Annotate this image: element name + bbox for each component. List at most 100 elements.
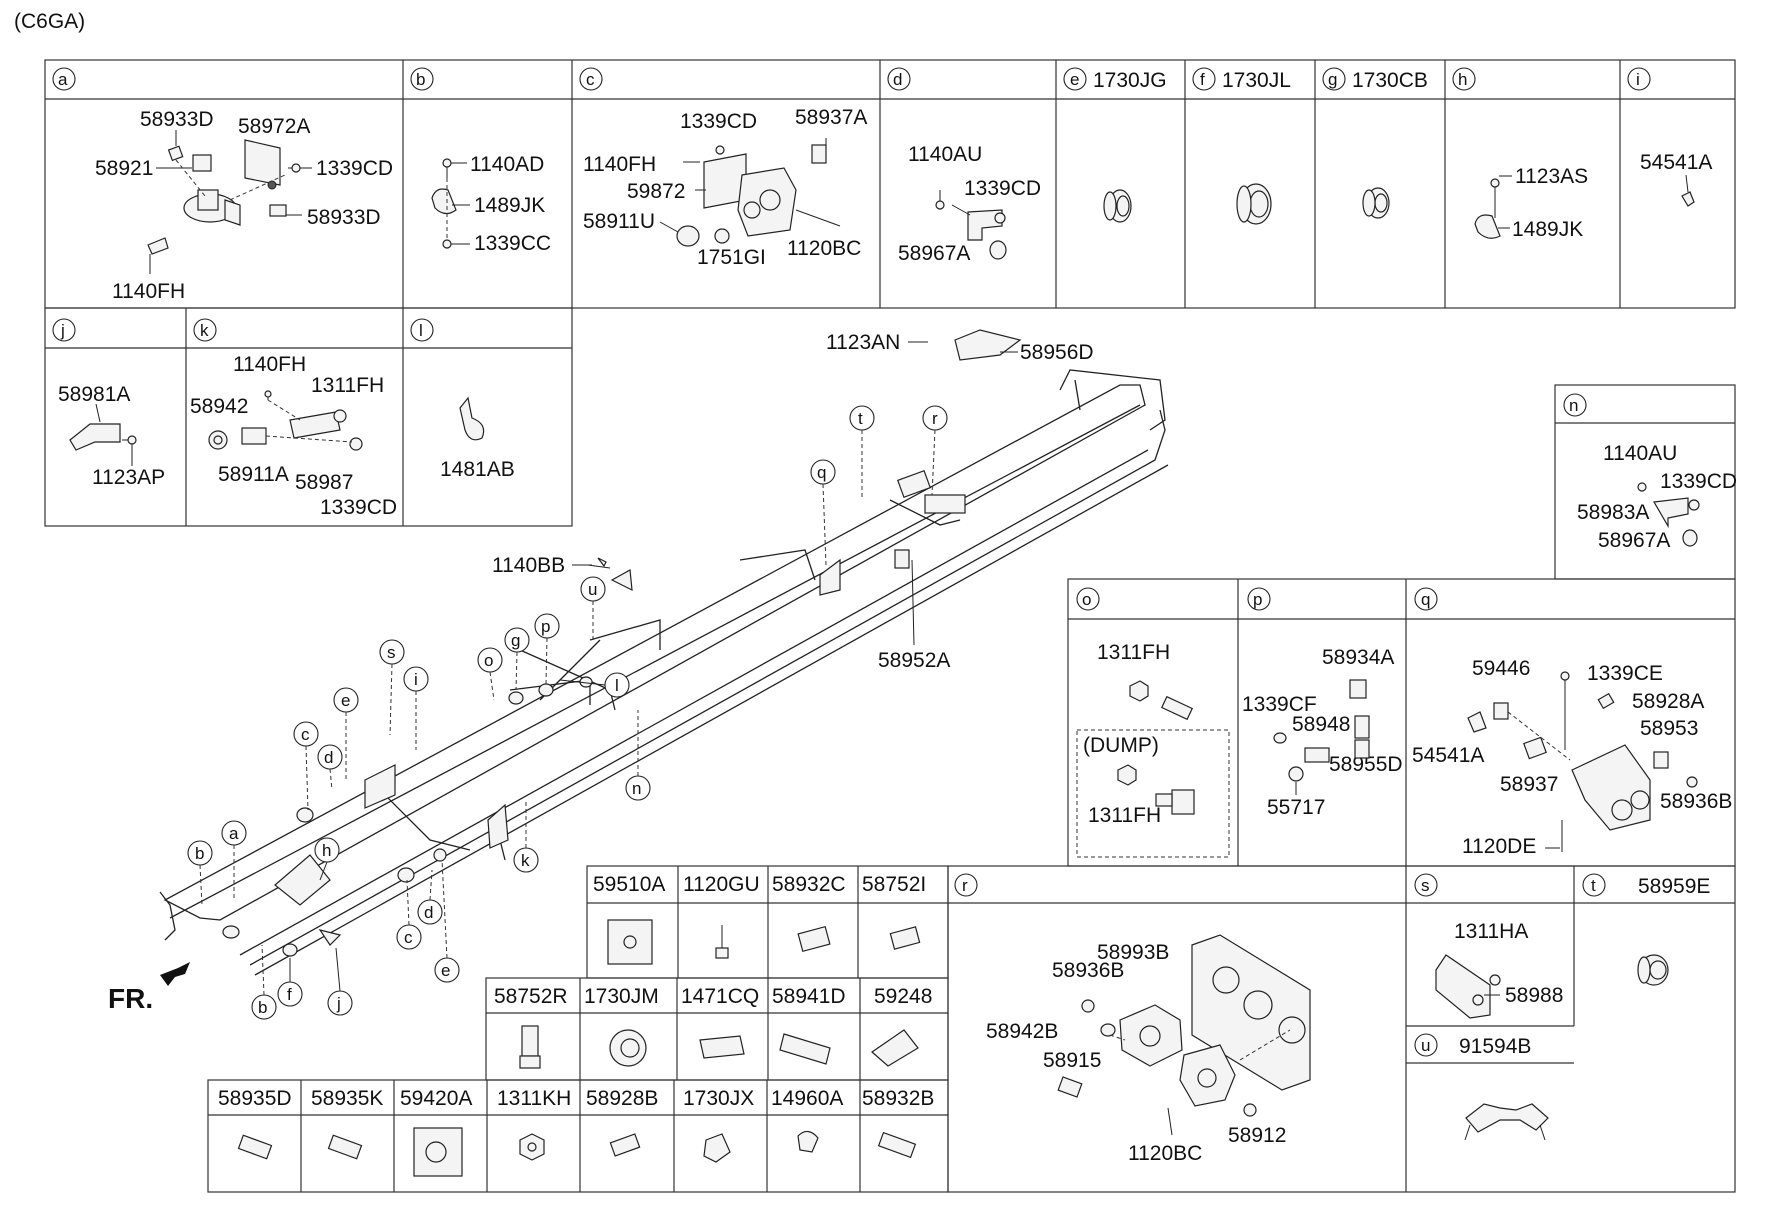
svg-text:58935K: 58935K <box>311 1087 383 1110</box>
svg-text:h: h <box>322 841 331 860</box>
svg-text:1471CQ: 1471CQ <box>681 985 759 1008</box>
panels-rstu: r 58993B 58936B 58942B 58915 1120BC 5891… <box>947 865 1736 1193</box>
panel-q: q 59446 1339CE 58928A 58953 54541A 58937… <box>1412 587 1732 858</box>
svg-text:s: s <box>1421 876 1430 895</box>
svg-text:j: j <box>336 994 341 1013</box>
svg-text:58967A: 58967A <box>898 242 970 265</box>
svg-text:q: q <box>817 463 826 482</box>
svg-text:1339CE: 1339CE <box>1587 662 1663 685</box>
svg-text:e: e <box>341 691 350 710</box>
header-c: c <box>579 67 603 91</box>
panel-b: 1140AD 1489JK 1339CC <box>431 153 551 255</box>
svg-text:58752I: 58752I <box>862 873 926 896</box>
header-b: b <box>410 67 434 91</box>
svg-text:58932B: 58932B <box>862 1087 934 1110</box>
svg-text:1140BB: 1140BB <box>492 554 565 577</box>
svg-text:s: s <box>387 643 396 662</box>
svg-text:1339CD: 1339CD <box>316 157 393 180</box>
svg-text:58911A: 58911A <box>218 463 289 486</box>
svg-text:58955D: 58955D <box>1329 753 1403 776</box>
svg-text:i: i <box>1636 70 1640 89</box>
svg-text:j: j <box>60 321 65 340</box>
svg-text:FR.: FR. <box>108 983 153 1014</box>
svg-text:o: o <box>1082 590 1091 609</box>
svg-text:59446: 59446 <box>1472 657 1530 680</box>
svg-text:t: t <box>858 409 863 428</box>
panel-p: p 58934A 1339CF 58948 58955D 55717 <box>1242 587 1403 819</box>
panel-f-grommet <box>1236 183 1272 225</box>
panel-h: 1123AS 1489JK <box>1474 165 1588 241</box>
svg-text:l: l <box>615 676 619 695</box>
panel-g-grommet <box>1362 187 1390 219</box>
svg-text:o: o <box>484 651 493 670</box>
panel-i: 54541A <box>1640 151 1712 207</box>
panel-t: t 58959E <box>1582 873 1710 986</box>
svg-text:58915: 58915 <box>1043 1049 1101 1072</box>
svg-text:1120BC: 1120BC <box>1128 1142 1202 1165</box>
svg-text:1120DE: 1120DE <box>1462 835 1536 858</box>
svg-text:58934A: 58934A <box>1322 646 1394 669</box>
svg-text:58956D: 58956D <box>1020 341 1094 364</box>
svg-text:1730JM: 1730JM <box>584 985 659 1008</box>
panel-l: 1481AB <box>440 396 515 481</box>
svg-text:1751GI: 1751GI <box>697 246 766 269</box>
front-arrow: FR. <box>108 962 190 1014</box>
svg-text:q: q <box>1421 590 1430 609</box>
svg-text:c: c <box>404 928 413 947</box>
svg-text:58928B: 58928B <box>586 1087 658 1110</box>
frame-callouts: t r q u s i e o g p l c d n a b h k c <box>187 405 948 1020</box>
svg-text:g: g <box>1328 70 1337 89</box>
header-a: a <box>52 67 76 91</box>
svg-text:58953: 58953 <box>1640 717 1698 740</box>
svg-text:58912: 58912 <box>1228 1124 1286 1147</box>
svg-text:58921: 58921 <box>95 157 153 180</box>
svg-text:1120GU: 1120GU <box>683 873 760 896</box>
svg-text:55717: 55717 <box>1267 796 1325 819</box>
svg-text:1311FH: 1311FH <box>311 374 384 397</box>
svg-text:1120BC: 1120BC <box>787 237 861 260</box>
svg-text:d: d <box>893 70 902 89</box>
header-k: k <box>193 318 217 342</box>
svg-text:58752R: 58752R <box>494 985 568 1008</box>
svg-text:58983A: 58983A <box>1577 501 1649 524</box>
svg-text:1730CB: 1730CB <box>1352 69 1428 92</box>
svg-text:f: f <box>1200 70 1205 89</box>
frame-labels: 1123AN 58956D 1140BB 58952A <box>492 331 1094 672</box>
header-l: l <box>410 318 434 342</box>
svg-text:58933D: 58933D <box>307 206 381 229</box>
header-j: j <box>52 318 76 342</box>
svg-text:g: g <box>511 631 520 650</box>
panel-d: 1140AU 1339CD 58967A <box>898 143 1041 265</box>
svg-text:1339CF: 1339CF <box>1242 693 1317 716</box>
panel-u: u 91594B <box>1414 1033 1549 1141</box>
svg-text:l: l <box>419 321 423 340</box>
svg-text:58972A: 58972A <box>238 115 310 138</box>
svg-text:58952A: 58952A <box>878 649 950 672</box>
bottom-grid: 59510A 1120GU 58932C 58752I 58752R 1730J… <box>207 865 949 1193</box>
svg-text:n: n <box>1569 396 1578 415</box>
svg-text:1140FH: 1140FH <box>583 153 656 176</box>
svg-text:p: p <box>1253 590 1262 609</box>
panel-s: s 1311HA 58988 <box>1414 873 1563 1019</box>
svg-text:58993B: 58993B <box>1097 941 1169 964</box>
svg-text:t: t <box>1591 876 1596 895</box>
svg-text:k: k <box>521 851 530 870</box>
svg-text:1140AU: 1140AU <box>1603 442 1677 465</box>
svg-text:58932C: 58932C <box>772 873 846 896</box>
svg-text:d: d <box>324 748 333 767</box>
svg-text:b: b <box>416 70 425 89</box>
svg-text:u: u <box>588 580 597 599</box>
header-g: g 1730CB <box>1322 67 1428 92</box>
panel-r: r 58993B 58936B 58942B 58915 1120BC 5891… <box>954 873 1311 1165</box>
panel-a: 58933D 58972A 58921 1339CD 58933D 1140FH <box>95 108 393 303</box>
second-row-panels: j k l 58981A 1123AP 1140FH 1311FH 58942 … <box>44 307 573 527</box>
header-h: h <box>1452 67 1476 91</box>
svg-text:f: f <box>287 985 292 1004</box>
svg-text:1730JG: 1730JG <box>1093 69 1167 92</box>
svg-text:58948: 58948 <box>1292 713 1350 736</box>
svg-text:i: i <box>414 670 418 689</box>
svg-text:59420A: 59420A <box>400 1087 472 1110</box>
